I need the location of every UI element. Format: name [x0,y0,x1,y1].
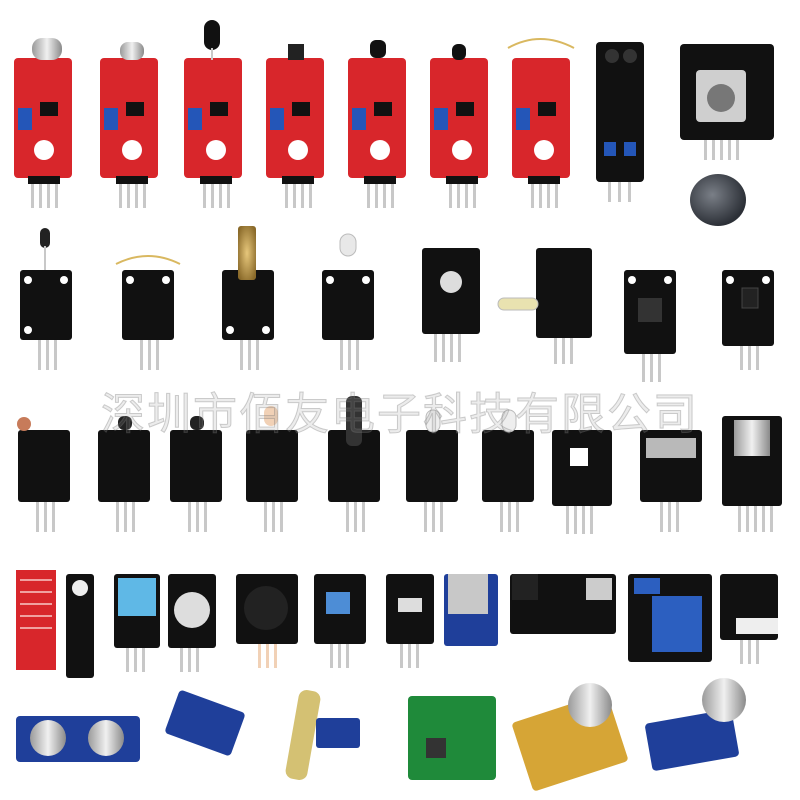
three-color-led-module [552,430,612,534]
red-microphone-and-sensor-row [14,20,774,226]
black-module-row-1 [20,226,774,382]
laser-module [222,226,274,370]
line-tracking-module [66,574,94,678]
relay-module [628,574,712,662]
ir-receiver-module [497,248,592,364]
mercury-tilt-module [328,396,380,532]
step-down-converter [408,696,496,780]
rgb-smd-led-module [422,248,480,362]
joystick-module [680,44,774,226]
ir-receiver-module-2 [170,416,222,532]
two-color-led-module [246,406,298,532]
rotary-encoder-module [722,416,782,532]
thermistor-module [20,228,72,370]
ir-emitter-module [406,409,458,532]
temperature-sensor-module [348,40,406,208]
led-module [322,233,374,370]
rtc-clock-module [512,683,628,791]
soil-moisture-sensor [285,690,360,780]
gyro-accelerometer-module [165,690,245,756]
ultrasonic-sensor [16,716,140,762]
reed-switch-module [507,38,575,208]
light-blocking-module [386,574,434,668]
power-supply-module [510,574,616,634]
water-level-sensor [16,570,56,670]
knock-sensor-module [720,574,778,664]
passive-buzzer-module [236,574,298,668]
flame-sensor-module [184,20,242,208]
dht11-module [114,574,160,672]
bottom-module-row [16,678,746,791]
small-sound-sensor-module [100,42,158,208]
ir-led-module [482,409,534,532]
mixed-module-row [16,570,778,678]
active-buzzer-module [168,574,216,672]
sound-sensor-module [14,38,72,208]
gas-sensor-module [645,678,746,771]
ir-obstacle-module [596,42,644,202]
rgb-led-module [314,574,366,668]
hall-sensor-module [266,44,324,208]
photo-interrupter-module [640,430,702,532]
sd-card-module [444,574,498,646]
tilt-switch-module [722,270,774,370]
temp-module [98,416,150,532]
digital-temperature-module [430,44,488,208]
button-module [624,270,676,382]
mini-reed-module [115,255,181,370]
black-module-row-2 [17,396,782,534]
photoresistor-module [17,417,70,532]
